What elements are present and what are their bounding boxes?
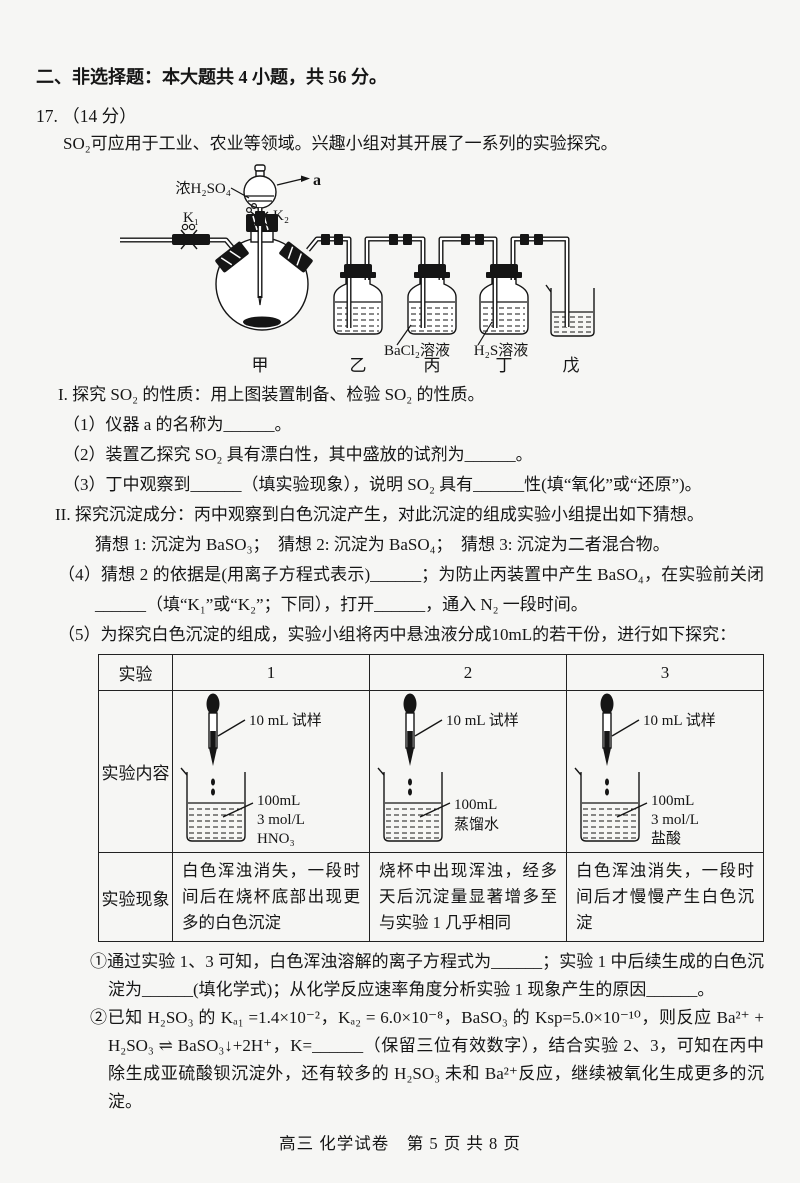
dropper-beaker-figure-2: 10 mL 试样 100mL 蒸馏水: [377, 693, 519, 842]
label-k1: K₁: [183, 210, 199, 226]
page-footer: 高三 化学试卷 第 5 页 共 8 页: [279, 1134, 521, 1153]
pinch-clamp-k1: [180, 223, 198, 250]
question-intro: SO₂可应用于工业、农业等领域。兴趣小组对其开展了一系列的实验探究。: [63, 134, 618, 153]
reagent-line-2: 蒸馏水: [454, 816, 499, 833]
part2-heading: II. 探究沉淀成分：丙中观察到白色沉淀产生，对此沉淀的组成实验小组提出如下猜想…: [55, 505, 704, 524]
reagent-line-1: 100mL: [257, 793, 300, 809]
part2-guesses: 猜想 1: 沉淀为 BaSO₃； 猜想 2: 沉淀为 BaSO₄； 猜想 3: …: [95, 535, 670, 554]
part1-q3: （3）丁中观察到______（填实验现象），说明 SO₂ 具有______性(填…: [63, 475, 702, 494]
label-yi: 乙: [350, 356, 367, 375]
note-2: ②已知 H₂SO₃ 的 Kₐ₁ =1.4×10⁻²，Kₐ₂ = 6.0×10⁻⁸…: [90, 1008, 764, 1111]
experiment-2-figure: 10 mL 试样 100mL 蒸馏水: [368, 690, 567, 853]
label-concentrated-acid: 浓H₂SO₄: [176, 180, 231, 197]
experiment-table: 实验 1 2 3 实验内容: [98, 654, 765, 942]
label-h2s: H₂S溶液: [474, 342, 528, 359]
bottle-stoppers: [340, 264, 522, 278]
experiment-2-phenomena: 烧杯中出现浑浊，经多天后沉淀量显著增多至与实验 1 几乎相同: [368, 852, 567, 942]
pointer-lines: [230, 175, 493, 346]
dropper-beaker-figure-3: 10 mL 试样 100mL 3 mol/L 盐酸: [574, 693, 716, 847]
experiment-3-header: 3: [565, 654, 765, 691]
experiment-3-phenomena: 白色浑浊消失，一段时间后才慢慢产生白色沉淀: [565, 852, 765, 942]
funnel-stem: [243, 208, 281, 328]
reagent-line-2: 3 mol/L: [257, 812, 305, 828]
experiment-1-phenomena: 白色浑浊消失，一段时间后在烧杯底部出现更多的白色沉淀: [171, 852, 370, 942]
question-number: 17. （14 分）: [36, 106, 137, 126]
table-header-row: 实验 1 2 3: [98, 654, 765, 691]
reagent-line-1: 100mL: [651, 793, 694, 809]
section-header: 二、非选择题：本大题共 4 小题，共 56 分。: [36, 67, 387, 87]
beaker-wu: [545, 284, 595, 337]
experiment-1-figure: 10 mL 试样 100mL 3 mol/L HNO₃: [171, 690, 370, 853]
table-content-row: 实验内容: [98, 690, 765, 853]
part1-q2: （2）装置乙探究 SO₂ 具有漂白性，其中盛放的试剂为______。: [63, 445, 533, 464]
header-label-cell: 实验: [98, 654, 173, 691]
sample-label: 10 mL 试样: [249, 712, 322, 729]
sample-label: 10 mL 试样: [643, 712, 716, 729]
dropping-funnel: [243, 164, 277, 209]
label-ding: 丁: [496, 356, 513, 375]
reagent-line-3: 盐酸: [651, 830, 681, 847]
part1-heading: I. 探究 SO₂ 的性质：用上图装置制备、检验 SO₂ 的性质。: [58, 385, 485, 404]
part2-q5: （5）为探究白色沉淀的组成，实验小组将丙中悬浊液分成10mL的若干份，进行如下探…: [58, 625, 737, 644]
experiment-1-header: 1: [171, 654, 370, 691]
tube-joints: [172, 234, 543, 245]
table-phenomena-row: 实验现象 白色浑浊消失，一段时间后在烧杯底部出现更多的白色沉淀 烧杯中出现浑浊，…: [98, 852, 765, 942]
apparatus-diagram: 浓H₂SO₄ a K₁ K₂ BaCl₂溶液 H₂S溶液 甲 乙 丙 丁 戊: [120, 164, 595, 375]
pinch-clamp-k2: [246, 202, 269, 227]
label-jia: 甲: [252, 356, 269, 375]
content-row-label: 实验内容: [98, 690, 173, 853]
phenomena-row-label: 实验现象: [98, 852, 173, 942]
label-k2: K₂: [273, 208, 289, 224]
reagent-line-3: HNO₃: [257, 831, 295, 847]
gas-bottle-ding: [479, 276, 529, 335]
reagent-line-2: 3 mol/L: [651, 812, 699, 828]
gas-bottle-yi: [333, 276, 383, 335]
sample-label: 10 mL 试样: [446, 712, 519, 729]
experiment-2-header: 2: [368, 654, 567, 691]
label-bacl2: BaCl₂溶液: [384, 342, 450, 359]
reagent-line-1: 100mL: [454, 797, 497, 813]
part2-q4: （4）猜想 2 的依据是(用离子方程式表示)______；为防止丙装置中产生 B…: [58, 565, 764, 614]
label-a: a: [313, 172, 321, 189]
gas-bottle-bing: [407, 276, 457, 335]
exam-page: 二、非选择题：本大题共 4 小题，共 56 分。 17. （14 分） SO₂可…: [36, 67, 765, 1153]
part1-q1: （1）仪器 a 的名称为______。: [63, 415, 292, 434]
label-bing: 丙: [424, 356, 441, 375]
experiment-3-figure: 10 mL 试样 100mL 3 mol/L 盐酸: [565, 690, 765, 853]
dropper-beaker-figure-1: 10 mL 试样 100mL 3 mol/L HNO₃: [180, 693, 322, 847]
note-1: ①通过实验 1、3 可知，白色浑浊溶解的离子方程式为______；实验 1 中后…: [90, 952, 764, 999]
label-wu: 戊: [563, 356, 580, 375]
